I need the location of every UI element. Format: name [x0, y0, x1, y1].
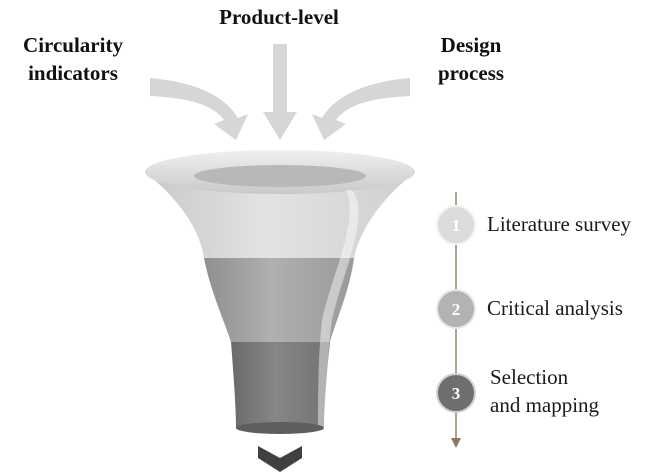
right-input-label-line-2: process [438, 61, 504, 85]
output-chevron-icon [258, 446, 302, 472]
right-input-label-line-1: Design [441, 33, 502, 57]
funnel-spout [236, 422, 324, 434]
funnel-section-top [145, 172, 415, 258]
funnel-section-middle [204, 258, 354, 342]
left-input-label-line-2: indicators [28, 61, 118, 85]
timeline-arrowhead [451, 438, 461, 448]
step-2: 2 Critical analysis [436, 289, 623, 329]
step-1: 1 Literature survey [436, 205, 632, 245]
input-arrows [150, 44, 410, 140]
step-3-label-line-2: and mapping [490, 393, 600, 417]
step-2-badge [436, 289, 476, 329]
step-3: 3 Selection and mapping [436, 365, 600, 417]
center-input-arrow [263, 44, 297, 140]
step-3-number: 3 [452, 384, 461, 403]
step-1-badge [436, 205, 476, 245]
input-labels: Product-level Circularity indicators Des… [23, 5, 504, 85]
step-2-label: Critical analysis [487, 296, 623, 320]
step-3-badge [436, 373, 476, 413]
step-2-number: 2 [452, 300, 461, 319]
step-1-number: 1 [452, 216, 461, 235]
step-3-label-line-1: Selection [490, 365, 569, 389]
funnel [145, 150, 415, 434]
center-input-label: Product-level [219, 5, 339, 29]
right-input-arrow [312, 78, 410, 140]
step-1-label: Literature survey [487, 212, 632, 236]
left-input-label-line-1: Circularity [23, 33, 123, 57]
left-input-arrow [150, 78, 248, 140]
funnel-highlight [318, 190, 359, 428]
funnel-section-bottom [231, 342, 330, 428]
funnel-opening [194, 165, 366, 187]
